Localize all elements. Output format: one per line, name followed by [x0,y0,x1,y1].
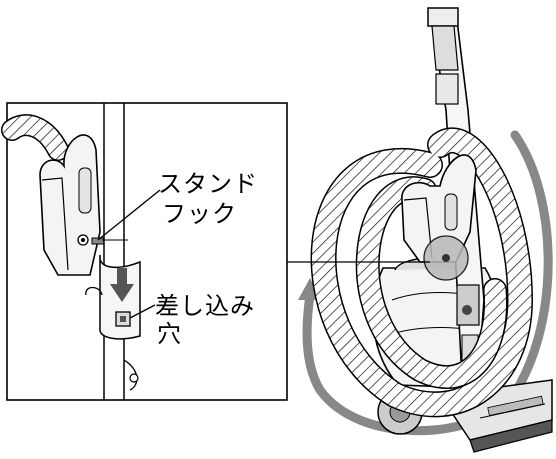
coiled-hose [310,127,534,418]
inset-handle [39,134,105,276]
insertion-hole-leader-line [129,304,156,319]
stand-hook-leader-line [97,189,161,241]
hose-handle-grip [401,154,477,281]
vacuum-cleaner-illustration [298,7,553,453]
stand-hook-icon [91,237,105,245]
stand-hook-label-line2: フック [162,200,237,228]
inset-hose [1,114,69,161]
insertion-hole-label-line1: 差し込み [155,292,255,320]
detail-inset [1,102,288,401]
floor-nozzle [438,379,553,453]
stand-hook-label-line1: スタンド [158,170,258,198]
down-arrow-icon [110,268,134,302]
insertion-hole-label-line2: 穴 [157,320,182,348]
